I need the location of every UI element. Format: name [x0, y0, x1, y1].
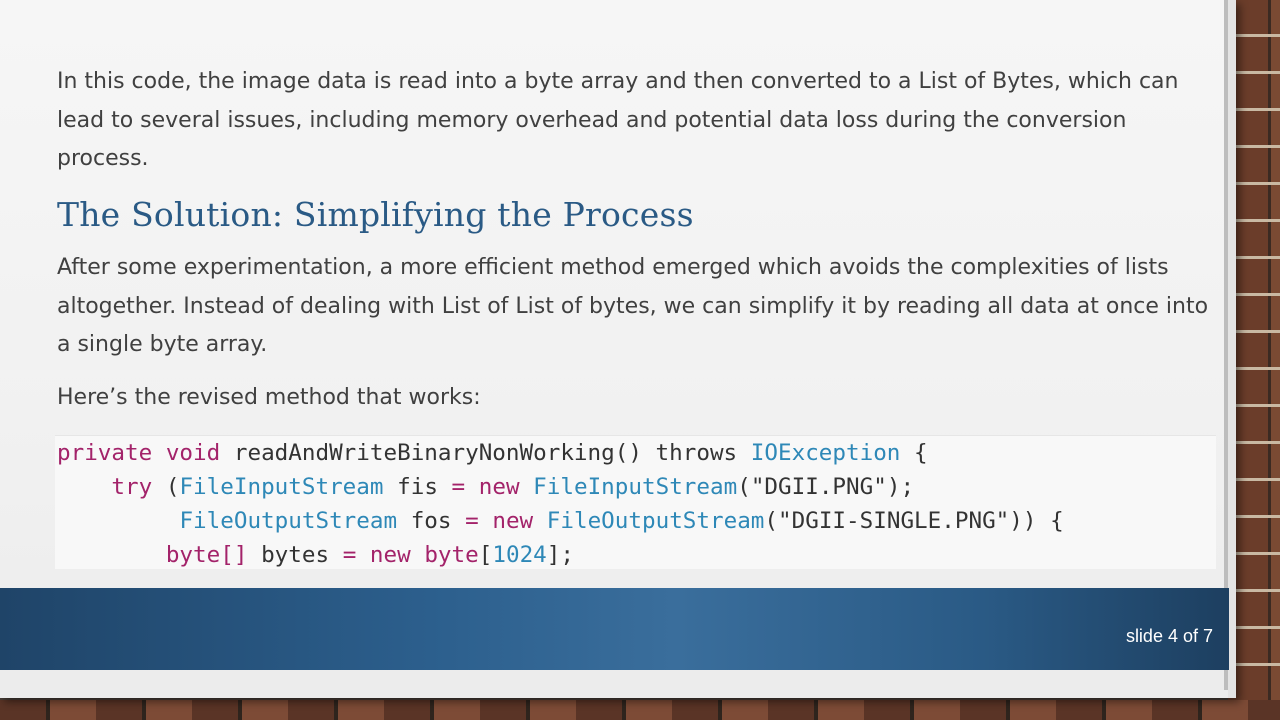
revised-method-intro: Here’s the revised method that works:: [57, 385, 481, 410]
code-token: 1024: [492, 542, 547, 568]
code-token: FileInputStream: [533, 474, 738, 500]
slide-footer-bar: slide 4 of 7: [0, 588, 1229, 670]
code-token: throws: [655, 440, 738, 466]
code-line-4: byte[] bytes = new byte[1024];: [57, 538, 574, 572]
solution-paragraph: After some experimentation, a more effic…: [57, 255, 1209, 357]
code-token: try: [111, 474, 153, 500]
code-token: =: [465, 508, 479, 534]
code-token: fos: [410, 508, 452, 534]
code-token: fis: [397, 474, 438, 500]
code-token: byte[]: [165, 542, 248, 568]
intro-paragraph: In this code, the image data is read int…: [57, 69, 1179, 171]
code-token: FileOutputStream: [546, 508, 765, 534]
code-token: new: [478, 474, 520, 500]
code-token: void: [165, 440, 221, 466]
code-line-3: FileOutputStream fos = new FileOutputStr…: [57, 504, 1064, 538]
code-block: private void readAndWriteBinaryNonWorkin…: [55, 435, 1216, 569]
code-token: [: [478, 542, 493, 568]
code-line-2: try (FileInputStream fis = new FileInput…: [57, 470, 914, 504]
code-token: =: [342, 542, 357, 568]
code-token: private: [57, 440, 153, 466]
brick-wall-background: [1228, 0, 1280, 720]
slide: In this code, the image data is read int…: [0, 0, 1236, 698]
code-token: readAndWriteBinaryNonWorking(): [233, 440, 642, 466]
code-token: FileInputStream: [179, 474, 384, 500]
code-token: byte: [424, 542, 479, 568]
code-token: IOException: [750, 440, 901, 466]
code-token: ("DGII-SINGLE.PNG")) {: [764, 508, 1064, 534]
code-token: ];: [546, 542, 574, 568]
code-token: FileOutputStream: [179, 508, 398, 534]
brick-wall-bottom: [0, 700, 1280, 720]
code-line-1: private void readAndWriteBinaryNonWorkin…: [57, 436, 928, 470]
code-token: =: [451, 474, 466, 500]
code-token: (: [165, 474, 180, 500]
code-token: ("DGII.PNG");: [737, 474, 915, 500]
section-heading: The Solution: Simplifying the Process: [57, 195, 694, 234]
code-token: {: [914, 440, 928, 466]
slide-number: slide 4 of 7: [1125, 626, 1213, 646]
slide-edge: [1224, 0, 1228, 690]
code-token: new: [369, 542, 411, 568]
code-token: new: [492, 508, 534, 534]
code-token: bytes: [261, 542, 330, 568]
